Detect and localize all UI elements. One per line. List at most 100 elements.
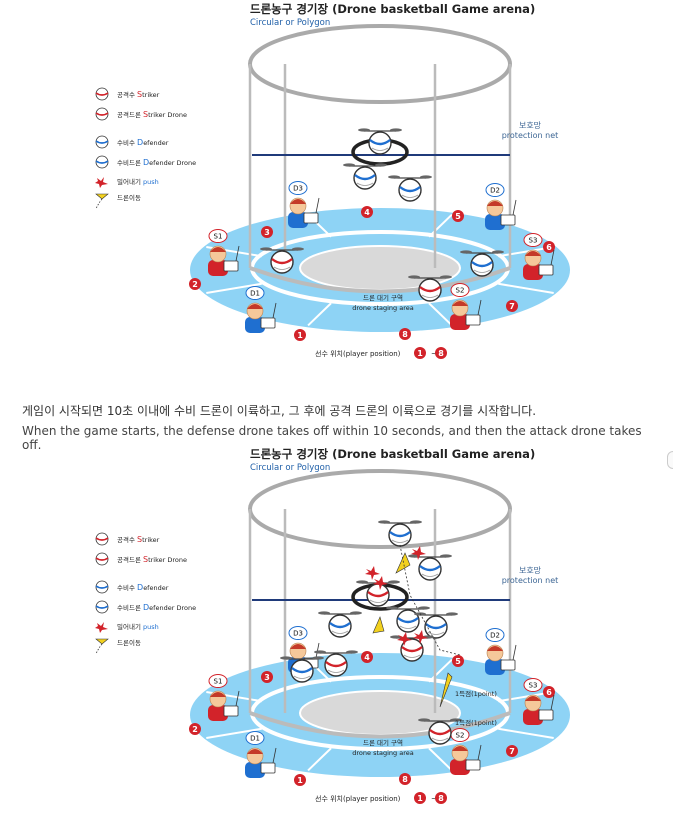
zone-marker-number: 8 [402,775,408,784]
move-arrow-icon [95,638,109,645]
zone-marker-number: 1 [417,349,423,358]
rotor-icon [420,175,432,179]
floor-divider [498,282,554,294]
rotor-icon [388,580,400,584]
drone-icon [460,250,504,277]
zone-marker-number: 7 [509,302,515,311]
legend-label-korean: 수비드론 [117,158,143,167]
drone-stripe [397,617,419,624]
legend-label: 수비수 Defender [117,583,169,592]
zone-marker-number: 2 [192,280,198,289]
zone-marker-circle [452,655,464,667]
drone-seam [399,625,417,629]
rotor-icon [343,163,355,167]
player-cap [210,247,226,252]
rotor-icon [450,718,462,722]
rotor-icon [460,250,472,254]
legend-label-english: efender [143,584,169,592]
net-label-english: protection net [502,576,559,585]
rotor-icon [356,580,368,584]
drone-stripe [419,286,441,293]
range-dash: ~ [431,795,437,803]
drone-seam [431,737,449,741]
net-label-english: protection net [502,131,559,140]
player-icon [95,580,109,594]
controller-icon [538,709,554,721]
zone-marker-number: 7 [509,747,515,756]
drone-seam [401,194,419,198]
legend-letter: D [143,603,149,612]
drone-icon [388,175,432,202]
staging-label-english: drone staging area [352,304,413,312]
player-body [485,214,505,230]
drone-seam [473,269,491,273]
player-cap [525,251,541,256]
scroll-handle-icon[interactable] [667,451,673,469]
drone-stripe [419,565,441,572]
legend-label-korean: 수비드론 [117,603,143,612]
drone-icon [356,580,400,607]
antenna [272,747,277,764]
legend-label-korean: 수비수 [117,138,137,147]
legend-letter: D [137,138,143,147]
legend-label-english: triker [142,91,160,99]
zone-marker-circle [452,210,464,222]
rotor-icon [318,611,330,615]
antenna [272,302,277,319]
push-burst-icon [95,622,108,633]
controller-icon [260,317,276,329]
legend-label-korean: 공격드론 [117,111,143,119]
player-body [523,264,543,280]
legend-label: 밀어내기 push [117,622,159,631]
legend-label: 수비드론 Defender Drone [117,158,196,167]
player-tag [523,233,543,247]
rotor-icon [358,128,370,132]
legend-label-korean: 공격수 [117,91,137,99]
zone-marker-number: 4 [364,208,370,217]
antenna [477,744,482,761]
player-cap [525,696,541,701]
legend-letter: S [137,90,142,99]
zone-marker-circle [294,774,306,786]
player-icon: D2 [485,183,517,230]
rotor-icon [408,275,420,279]
caption-english: When the game starts, the defense drone … [22,424,642,452]
legend-label: 드론이동 [117,193,141,202]
zone-marker-circle [361,651,373,663]
rotor-icon [260,247,272,251]
drone-icon [343,163,387,190]
drone-seam [427,631,445,635]
player-label: S1 [214,678,223,686]
legend-label: 수비드론 Defender Drone [117,603,196,612]
player-body [208,260,228,276]
move-path [95,198,103,210]
player-icon: S1 [208,674,240,721]
floor-divider [428,213,453,238]
net-label-korean: 보호망 [519,565,542,575]
rotor-icon [440,275,452,279]
zone-marker-circle [435,792,447,804]
floor-divider [428,747,453,772]
player-tag [450,283,470,297]
controller-icon [500,659,516,671]
legend-label-english: push [143,623,159,631]
zone-marker-number: 1 [297,331,303,340]
zone-marker-circle [414,792,426,804]
legend-label: 공격수 Striker [117,90,160,99]
antenna [235,690,240,707]
player-label: S3 [529,237,538,245]
legend-label-english: triker Drone [148,111,187,119]
legend-label-english: triker [142,536,160,544]
player-cap [290,644,306,649]
range-dash: ~ [431,350,437,358]
zone-marker-circle [506,745,518,757]
player-cap [210,692,226,697]
antenna [315,642,320,659]
legend-label-english: efender Drone [149,604,196,612]
player-tag [208,674,228,688]
arena-diagram-2: 드론농구 경기장 (Drone basketball Game arena)Ci… [95,447,570,804]
player-icon: D1 [245,731,277,778]
zone-marker-number: 3 [264,673,270,682]
rotor-icon [388,175,400,179]
